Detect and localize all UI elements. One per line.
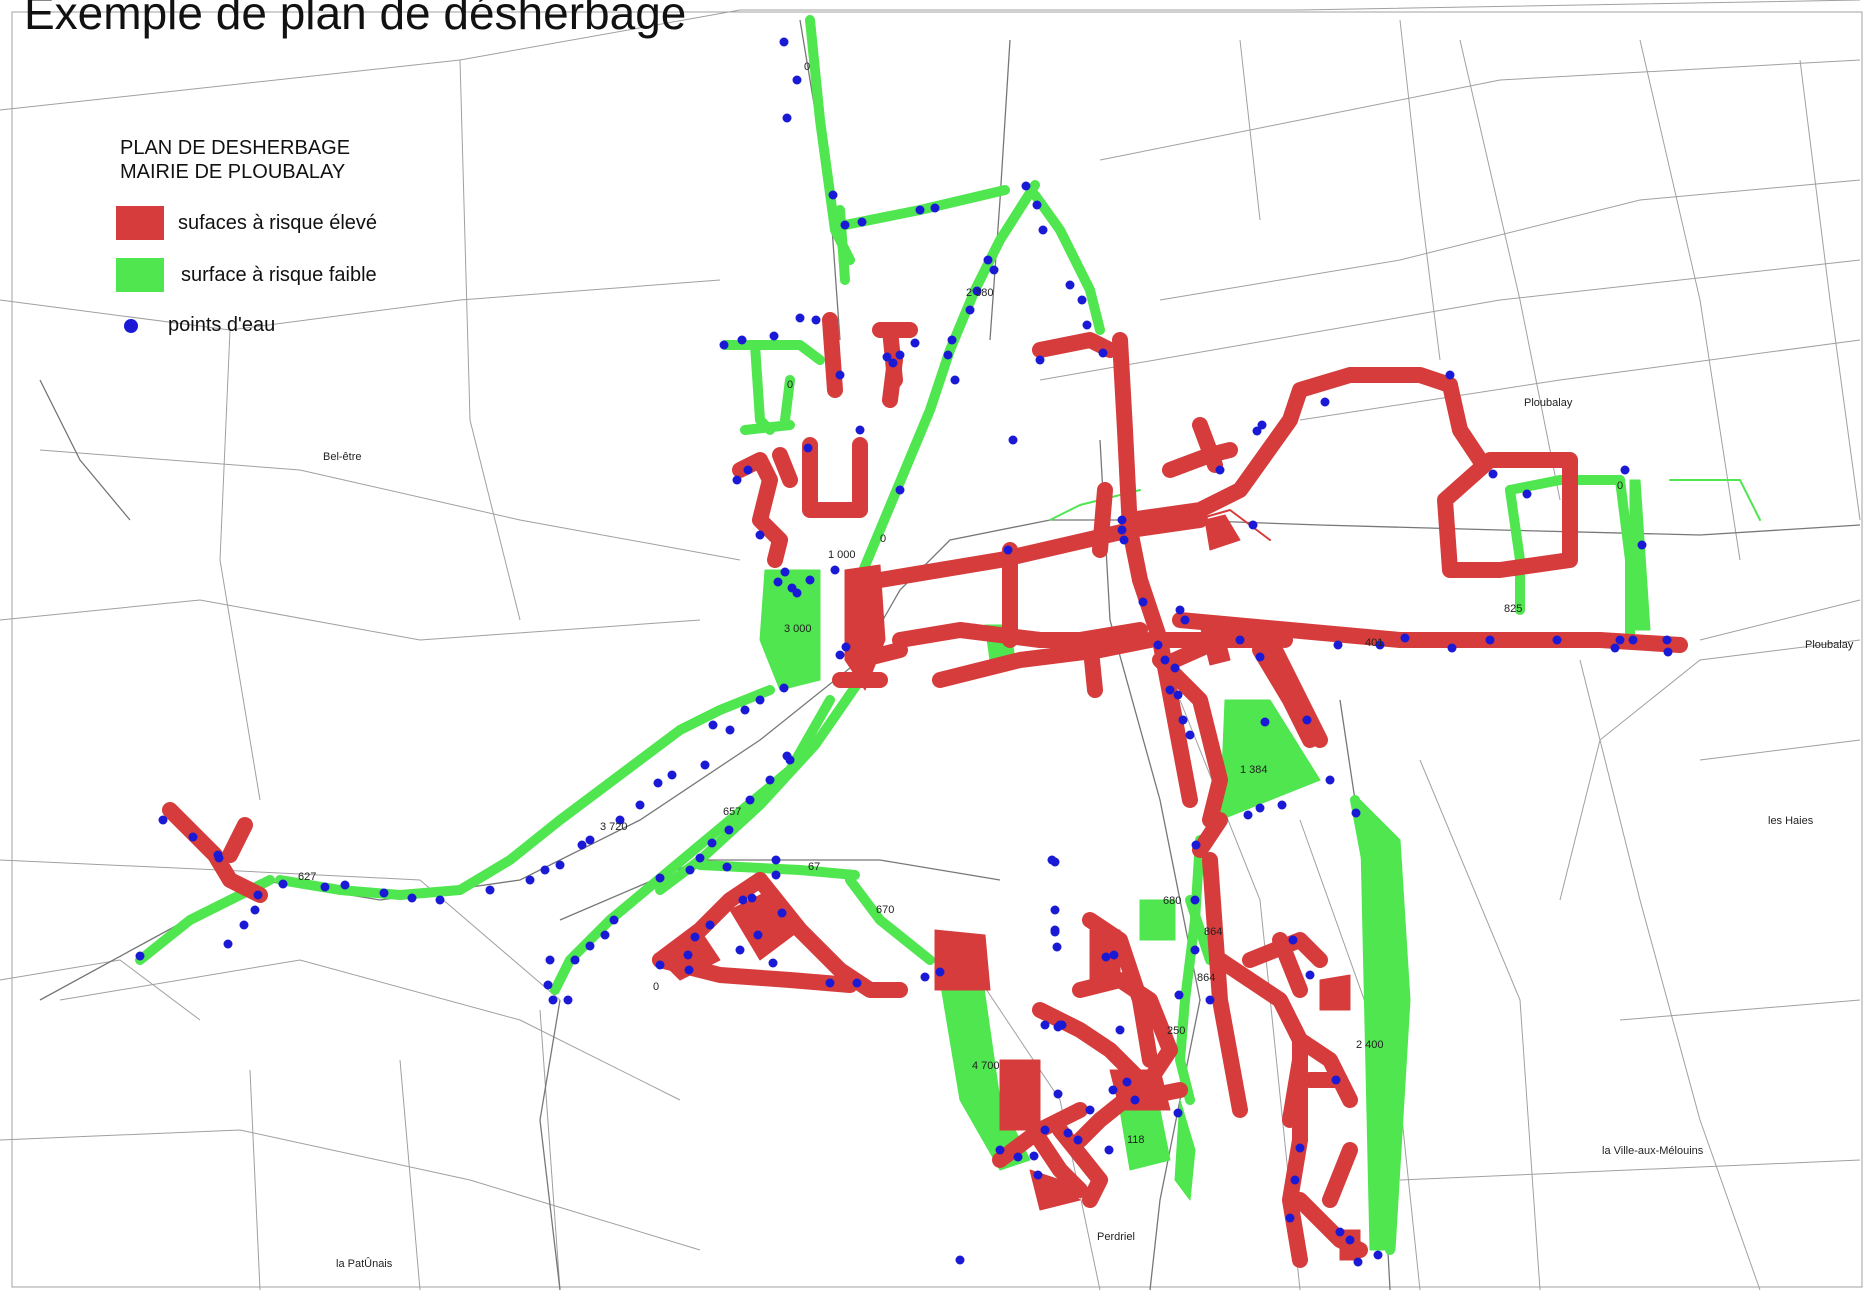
area-label: 2 380	[966, 287, 994, 299]
area-label: 627	[298, 871, 316, 883]
legend-item-high-risk: sufaces à risque élevé	[116, 206, 377, 240]
area-label: 3 000	[784, 623, 812, 635]
place-les-haies: les Haies	[1768, 815, 1814, 827]
area-label: 825	[1504, 603, 1522, 615]
high-risk-swatch	[116, 206, 164, 240]
place-ville-aux-melouins: la Ville-aux-Mélouins	[1602, 1145, 1704, 1157]
area-label: 401	[1365, 637, 1383, 649]
area-labels: 2 380 0 1 000 0 3 000 401 825 0 1 384 3 …	[298, 61, 1623, 1146]
area-label: 657	[723, 806, 741, 818]
area-label: 2 400	[1356, 1039, 1384, 1051]
area-label: 118	[1127, 1134, 1145, 1146]
area-label: 4 700	[972, 1060, 1000, 1072]
legend-label: surface à risque faible	[181, 263, 377, 286]
low-risk-swatch	[116, 258, 164, 292]
page-title: Exemple de plan de désherbage	[24, 0, 687, 39]
legend-heading-line1: PLAN DE DESHERBAGE	[120, 137, 351, 159]
area-label: 0	[880, 533, 886, 545]
legend-heading-line2: MAIRIE DE PLOUBALAY	[120, 161, 346, 183]
area-label: 1 000	[828, 549, 856, 561]
area-label: 67	[808, 861, 820, 873]
place-perdriel: Perdriel	[1097, 1231, 1135, 1243]
area-label: 3 720	[600, 821, 628, 833]
place-ploubalay-north: Ploubalay	[1524, 397, 1573, 409]
area-label: 864	[1204, 926, 1222, 938]
legend-heading: PLAN DE DESHERBAGE MAIRIE DE PLOUBALAY	[120, 136, 350, 184]
water-points	[135, 37, 1673, 1267]
legend-item-low-risk: surface à risque faible	[116, 258, 377, 292]
area-label: 0	[653, 981, 659, 993]
area-label: 864	[1197, 972, 1215, 984]
place-names: Bel-être Ploubalay Ploubalay les Haies l…	[323, 397, 1854, 1270]
place-ploubalay-east: Ploubalay	[1805, 639, 1854, 651]
area-label: 680	[1163, 895, 1181, 907]
high-risk-surfaces	[162, 312, 1688, 1268]
area-label: 0	[804, 61, 810, 73]
area-label: 0	[1617, 480, 1623, 492]
area-label: 670	[876, 904, 894, 916]
water-point-dot-icon	[124, 318, 138, 333]
legend-label: points d'eau	[168, 314, 276, 336]
area-label: 250	[1167, 1025, 1185, 1037]
area-label: 0	[787, 379, 793, 391]
legend-label: sufaces à risque élevé	[178, 211, 378, 234]
area-label: 1 384	[1240, 764, 1268, 776]
place-bel-etre: Bel-être	[323, 451, 362, 463]
place-la-patunais: la PatÛnais	[336, 1257, 393, 1270]
legend-item-water-points: points d'eau	[116, 314, 275, 337]
